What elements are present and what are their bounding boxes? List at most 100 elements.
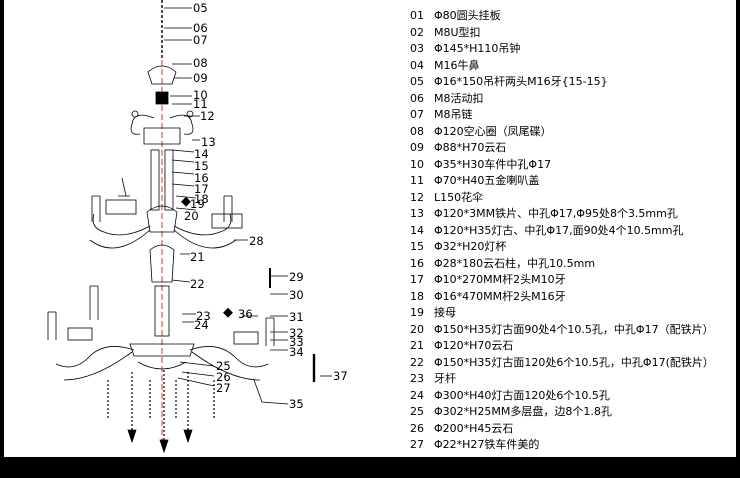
part-number: 27 bbox=[410, 438, 424, 451]
callout-36: 36 bbox=[238, 307, 253, 321]
part-description: Φ70*H40五金喇叭盖 bbox=[434, 174, 540, 187]
part-number: 06 bbox=[410, 91, 424, 105]
parts-list-item: 05 Φ16*150吊杆两头M16牙{15-15} bbox=[410, 74, 714, 91]
parts-list-item: 26 Φ200*H45云石 bbox=[410, 421, 714, 438]
callout-19: 19 bbox=[190, 197, 205, 211]
callout-33: 33 bbox=[289, 335, 304, 349]
callout-22: 22 bbox=[190, 277, 205, 291]
part-description: Φ32*H20灯杯 bbox=[434, 240, 507, 253]
callout-37: 37 bbox=[333, 369, 348, 383]
parts-list-item: 07 M8吊链 bbox=[410, 107, 714, 124]
part-description: Φ200*H45云石 bbox=[434, 421, 514, 435]
callout-34: 34 bbox=[289, 345, 304, 359]
part-number: 10 bbox=[410, 157, 424, 171]
part-number: 08 bbox=[410, 124, 424, 138]
parts-list-item: 01 Φ80圆头挂板 bbox=[410, 8, 714, 25]
callout-27: 27 bbox=[216, 381, 231, 395]
part-number: 07 bbox=[410, 108, 424, 121]
part-number: 12 bbox=[410, 190, 424, 204]
part-description: 牙杆 bbox=[434, 372, 456, 385]
part-description: Φ22*H27铁车件美的 bbox=[434, 438, 540, 451]
parts-list-item: 03 Φ145*H110吊钟 bbox=[410, 41, 714, 58]
callout-17: 17 bbox=[194, 182, 209, 196]
part-number: 05 bbox=[410, 75, 424, 88]
part-number: 25 bbox=[410, 405, 424, 418]
part-description: M16牛鼻 bbox=[434, 58, 480, 72]
callout-05: 05 bbox=[193, 1, 208, 15]
callout-29: 29 bbox=[289, 270, 304, 284]
callout-08: 08 bbox=[193, 56, 208, 70]
callout-32: 32 bbox=[289, 326, 304, 340]
parts-list-item: 12 L150花伞 bbox=[410, 190, 714, 207]
callout-10: 10 bbox=[193, 88, 208, 102]
callout-28: 28 bbox=[249, 234, 264, 248]
parts-list-item: 16 Φ28*180云石柱，中孔10.5mm bbox=[410, 256, 714, 273]
part-description: Φ10*270MM杆2头M10牙 bbox=[434, 273, 566, 286]
part-description: Φ16*470MM杆2头M16牙 bbox=[434, 289, 566, 303]
part-number: 24 bbox=[410, 388, 424, 402]
part-number: 26 bbox=[410, 421, 424, 435]
drawing-sheet: 05 06 07 08 09 10 11 12 13 14 15 16 17 1… bbox=[4, 0, 736, 457]
parts-list-item: 02 M8U型扣 bbox=[410, 25, 714, 42]
part-number: 17 bbox=[410, 273, 424, 286]
part-description: Φ120*H70云石 bbox=[434, 339, 514, 352]
callout-20: 20 bbox=[184, 209, 199, 223]
callout-15: 15 bbox=[194, 159, 209, 173]
callout-25: 25 bbox=[216, 359, 231, 373]
callout-23: 23 bbox=[196, 309, 211, 323]
part-description: M8吊链 bbox=[434, 108, 473, 121]
callout-26: 26 bbox=[216, 370, 231, 384]
callout-16: 16 bbox=[194, 171, 209, 185]
part-number: 09 bbox=[410, 141, 424, 154]
part-description: Φ28*180云石柱，中孔10.5mm bbox=[434, 256, 596, 270]
part-description: M8U型扣 bbox=[434, 25, 481, 39]
part-description: Φ80圆头挂板 bbox=[434, 9, 501, 22]
callout-30: 30 bbox=[289, 288, 304, 302]
part-number: 02 bbox=[410, 25, 424, 39]
callout-09: 09 bbox=[193, 71, 208, 85]
callout-07: 07 bbox=[193, 33, 208, 47]
part-number: 22 bbox=[410, 355, 424, 369]
part-number: 03 bbox=[410, 42, 424, 55]
parts-list-item: 08 Φ120空心圈（凤尾碟） bbox=[410, 124, 714, 141]
callout-21: 21 bbox=[190, 250, 205, 264]
parts-list-item: 15 Φ32*H20灯杯 bbox=[410, 239, 714, 256]
parts-list-item: 25 Φ302*H25MM多层盘，边8个1.8孔 bbox=[410, 404, 714, 421]
callout-11: 11 bbox=[193, 97, 208, 111]
callout-06: 06 bbox=[193, 21, 208, 35]
parts-list-item: 27 Φ22*H27铁车件美的 bbox=[410, 437, 714, 454]
part-number: 01 bbox=[410, 9, 424, 22]
part-number: 16 bbox=[410, 256, 424, 270]
part-description: Φ145*H110吊钟 bbox=[434, 42, 521, 55]
part-description: Φ16*150吊杆两头M16牙{15-15} bbox=[434, 75, 608, 88]
bottom-bar bbox=[0, 457, 740, 478]
part-number: 19 bbox=[410, 306, 424, 319]
part-description: Φ120空心圈（凤尾碟） bbox=[434, 124, 552, 138]
part-number: 20 bbox=[410, 322, 424, 336]
chandelier-drawing: 05 06 07 08 09 10 11 12 13 14 15 16 17 1… bbox=[47, 0, 348, 454]
parts-list-item: 24 Φ300*H40灯古面120处6个10.5孔 bbox=[410, 388, 714, 405]
part-description: L150花伞 bbox=[434, 190, 484, 204]
parts-list-item: 21 Φ120*H70云石 bbox=[410, 338, 714, 355]
part-number: 21 bbox=[410, 339, 424, 352]
part-description: 接母 bbox=[434, 306, 456, 319]
callout-35: 35 bbox=[289, 397, 304, 411]
part-number: 14 bbox=[410, 223, 424, 237]
callout-labels: 05 06 07 08 09 10 11 12 13 14 15 16 17 1… bbox=[184, 1, 348, 411]
part-number: 15 bbox=[410, 240, 424, 253]
callout-12: 12 bbox=[200, 109, 215, 123]
part-number: 13 bbox=[410, 207, 424, 220]
part-description: Φ300*H40灯古面120处6个10.5孔 bbox=[434, 388, 610, 402]
callout-31: 31 bbox=[289, 310, 304, 324]
part-description: Φ302*H25MM多层盘，边8个1.8孔 bbox=[434, 405, 612, 418]
parts-list-item: 17 Φ10*270MM杆2头M10牙 bbox=[410, 272, 714, 289]
